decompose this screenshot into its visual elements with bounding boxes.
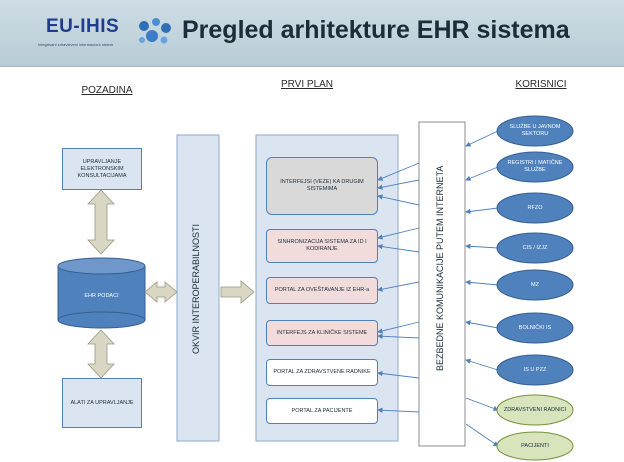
double-arrow-ehr-interop	[144, 281, 178, 303]
column-heading-users: KORISNICI	[515, 79, 567, 90]
secure-panel	[418, 121, 466, 447]
user-rfzo: RFZO	[527, 204, 543, 211]
logo-subtitle: Integrisani zdravstveni informacioni sis…	[38, 42, 114, 47]
interop-panel	[176, 134, 220, 442]
logo-text: EU-IHIS	[46, 16, 120, 37]
user-ellipses	[496, 115, 574, 386]
header-banner: EU-IHIS Integrisani zdravstveni informac…	[0, 0, 624, 67]
box-clinical-interface: INTERFEJS ZA KLINIČKE SISTEME	[266, 320, 378, 346]
ehr-data-label: EHR PODACI	[84, 292, 119, 299]
connectors-left	[377, 162, 420, 413]
box-patients-portal: PORTAL ZA PACIJENTE	[266, 398, 378, 424]
user-ellipses-green	[496, 394, 574, 461]
user-mz: MZ	[531, 281, 539, 288]
user-hospital-is: BOLNIČKI IS	[518, 324, 552, 331]
user-cis-izjz: CIS / IZJZ	[522, 244, 548, 251]
arrow-interop-foreground	[220, 280, 255, 304]
connectors-right	[465, 130, 499, 371]
double-arrow-bottom	[87, 329, 115, 379]
connectors-right-out	[465, 397, 499, 447]
box-reporting-portal: PORTAL ZA OVEŠTAVANJE IZ EHR-a	[266, 277, 378, 304]
user-health-workers: ZDRAVSTVENI RADNICI	[503, 406, 567, 413]
box-consultations: UPRAVLJANJE ELEKTRONSKIM KONSULTACIJAMA	[62, 148, 142, 190]
column-heading-background: POZADINA	[81, 85, 133, 96]
logo-dots-icon	[139, 18, 171, 44]
secure-comms-label: BEZBEDNE KOMUNIKACIJE PUTEM INTERNETA	[435, 165, 445, 371]
user-registers: REGISTRI I MATIČNE SLUŽBE	[507, 160, 563, 173]
ehr-cylinder	[57, 257, 146, 329]
user-patients: PACIJENTI	[521, 442, 549, 449]
user-is-pzz: IS U PZZ	[523, 366, 547, 373]
box-health-workers-portal: PORTAL ZA ZDRAVSTVENE RADNIKE	[266, 359, 378, 386]
double-arrow-top	[87, 189, 115, 255]
user-public-sector: SLUŽBE U JAVNOM SEKTORU	[509, 124, 561, 137]
box-management-tools: ALATI ZA UPRAVLJANJE	[62, 378, 142, 428]
page-title: Pregled arhitekture EHR sistema	[182, 16, 570, 44]
column-heading-foreground: PRVI PLAN	[280, 79, 334, 90]
interop-label: OKVIR INTEROPERABILNOSTI	[191, 223, 201, 355]
box-id-coding-sync: SINHRONIZACIJA SISTEMA ZA ID I KODIRANJE	[266, 229, 378, 263]
box-interfaces-other-systems: INTERFEJSI (VEZE) KA DRUGIM SISTEMIMA	[266, 157, 378, 215]
